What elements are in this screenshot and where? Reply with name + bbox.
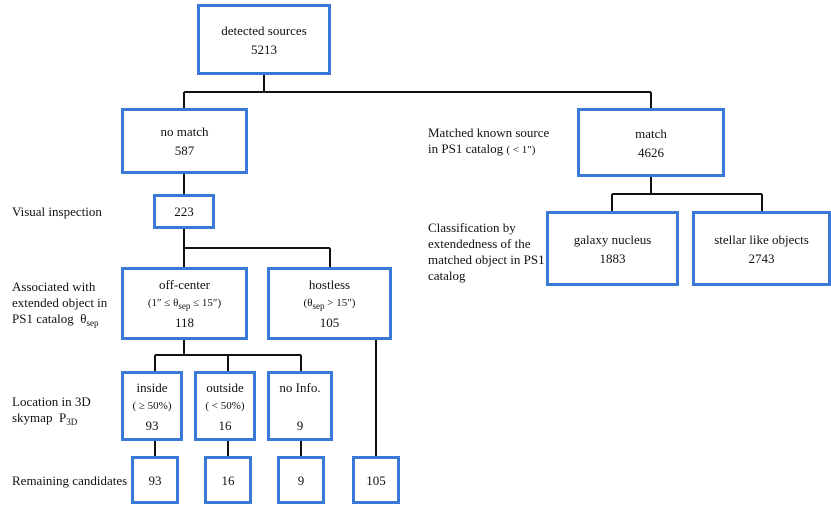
hostless-condition: (θsep > 15″)	[303, 297, 356, 311]
visual-inspection-label: Visual inspection	[12, 204, 102, 219]
match-box: match 4626	[577, 108, 725, 177]
remaining-hostless-box: 105	[352, 456, 400, 504]
hostless-count: 105	[319, 315, 340, 330]
outside-condition: ( < 50%)	[205, 399, 245, 412]
no-info-count: 9	[296, 417, 304, 433]
remaining-outside-count: 16	[221, 472, 235, 488]
inside-condition: ( ≥ 50%)	[132, 399, 172, 412]
off-center-box: off-center (1″ ≤ θsep ≤ 15″) 118	[121, 267, 248, 340]
outside-box: outside ( < 50%) 16	[194, 371, 256, 441]
outside-count: 16	[218, 417, 232, 433]
remaining-inside-count: 93	[148, 472, 162, 488]
no-info-spacer	[299, 397, 302, 416]
inside-title: inside	[136, 379, 168, 395]
no-match-count: 587	[174, 143, 195, 158]
galaxy-nucleus-title: galaxy nucleus	[573, 231, 652, 247]
no-info-title: no Info.	[279, 379, 321, 395]
no-info-box: no Info. 9	[267, 371, 333, 441]
galaxy-nucleus-box: galaxy nucleus 1883	[546, 211, 679, 286]
detected-sources-box: detected sources 5213	[197, 4, 331, 75]
remaining-no-info-box: 9	[277, 456, 325, 504]
detected-sources-title: detected sources	[221, 22, 307, 38]
off-center-count: 118	[174, 315, 195, 330]
stellar-like-count: 2743	[748, 250, 775, 266]
hostless-box: hostless (θsep > 15″) 105	[267, 267, 392, 340]
stellar-like-title: stellar like objects	[714, 231, 809, 247]
remaining-no-info-count: 9	[297, 472, 305, 488]
off-center-title: off-center	[158, 277, 210, 292]
outside-title: outside	[206, 379, 244, 395]
location-label: Location in 3D skymap P3D	[12, 394, 91, 427]
no-match-box: no match 587	[121, 108, 248, 174]
classification-label: Classification by extendedness of the ma…	[428, 220, 545, 283]
match-count: 4626	[638, 144, 664, 160]
associated-label: Associated with extended object in PS1 c…	[12, 279, 108, 328]
remaining-outside-box: 16	[204, 456, 252, 504]
off-center-condition: (1″ ≤ θsep ≤ 15″)	[147, 297, 222, 311]
hostless-title: hostless	[308, 277, 351, 292]
matched-known-source-label: Matched known source in PS1 catalog ( < …	[428, 125, 550, 156]
detected-sources-count: 5213	[251, 41, 277, 57]
remaining-candidates-label: Remaining candidates	[12, 473, 128, 488]
visual-inspection-box: 223	[153, 194, 215, 229]
no-match-title: no match	[160, 124, 209, 139]
galaxy-nucleus-count: 1883	[599, 250, 626, 266]
stellar-like-box: stellar like objects 2743	[692, 211, 831, 286]
remaining-inside-box: 93	[131, 456, 179, 504]
remaining-hostless-count: 105	[366, 472, 386, 488]
visual-inspection-count: 223	[174, 204, 194, 219]
match-title: match	[635, 125, 667, 141]
inside-count: 93	[145, 417, 159, 433]
inside-box: inside ( ≥ 50%) 93	[121, 371, 183, 441]
